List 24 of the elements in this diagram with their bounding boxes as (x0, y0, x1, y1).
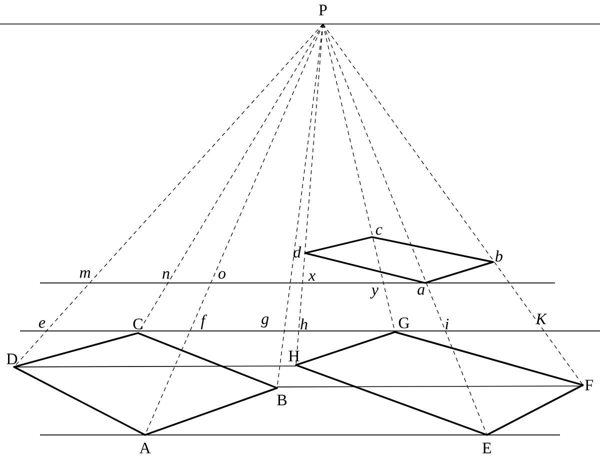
point-label: A (139, 442, 151, 454)
point-label: E (482, 442, 492, 454)
point-label: D (6, 354, 18, 364)
point-label: e (38, 320, 46, 328)
point-label: H (288, 350, 300, 362)
point-label: c (376, 227, 382, 235)
point-label: h (300, 318, 308, 330)
point-label: a (418, 287, 424, 295)
point-label: d (294, 246, 302, 258)
point-label: P (318, 4, 327, 16)
point-label: i (446, 318, 449, 330)
point-label: f (200, 314, 207, 330)
point-label: B (277, 394, 287, 406)
point-label: K (536, 314, 548, 324)
point-label: n (162, 271, 170, 279)
point-label: g (261, 316, 269, 328)
point-label: F (585, 380, 593, 390)
point-label: m (80, 270, 90, 278)
point-label: x (308, 273, 316, 281)
point-label: G (398, 318, 410, 328)
point-label: C (133, 318, 142, 330)
point-label: o (218, 271, 226, 279)
point-label: b (496, 250, 502, 262)
point-label: y (370, 288, 378, 298)
